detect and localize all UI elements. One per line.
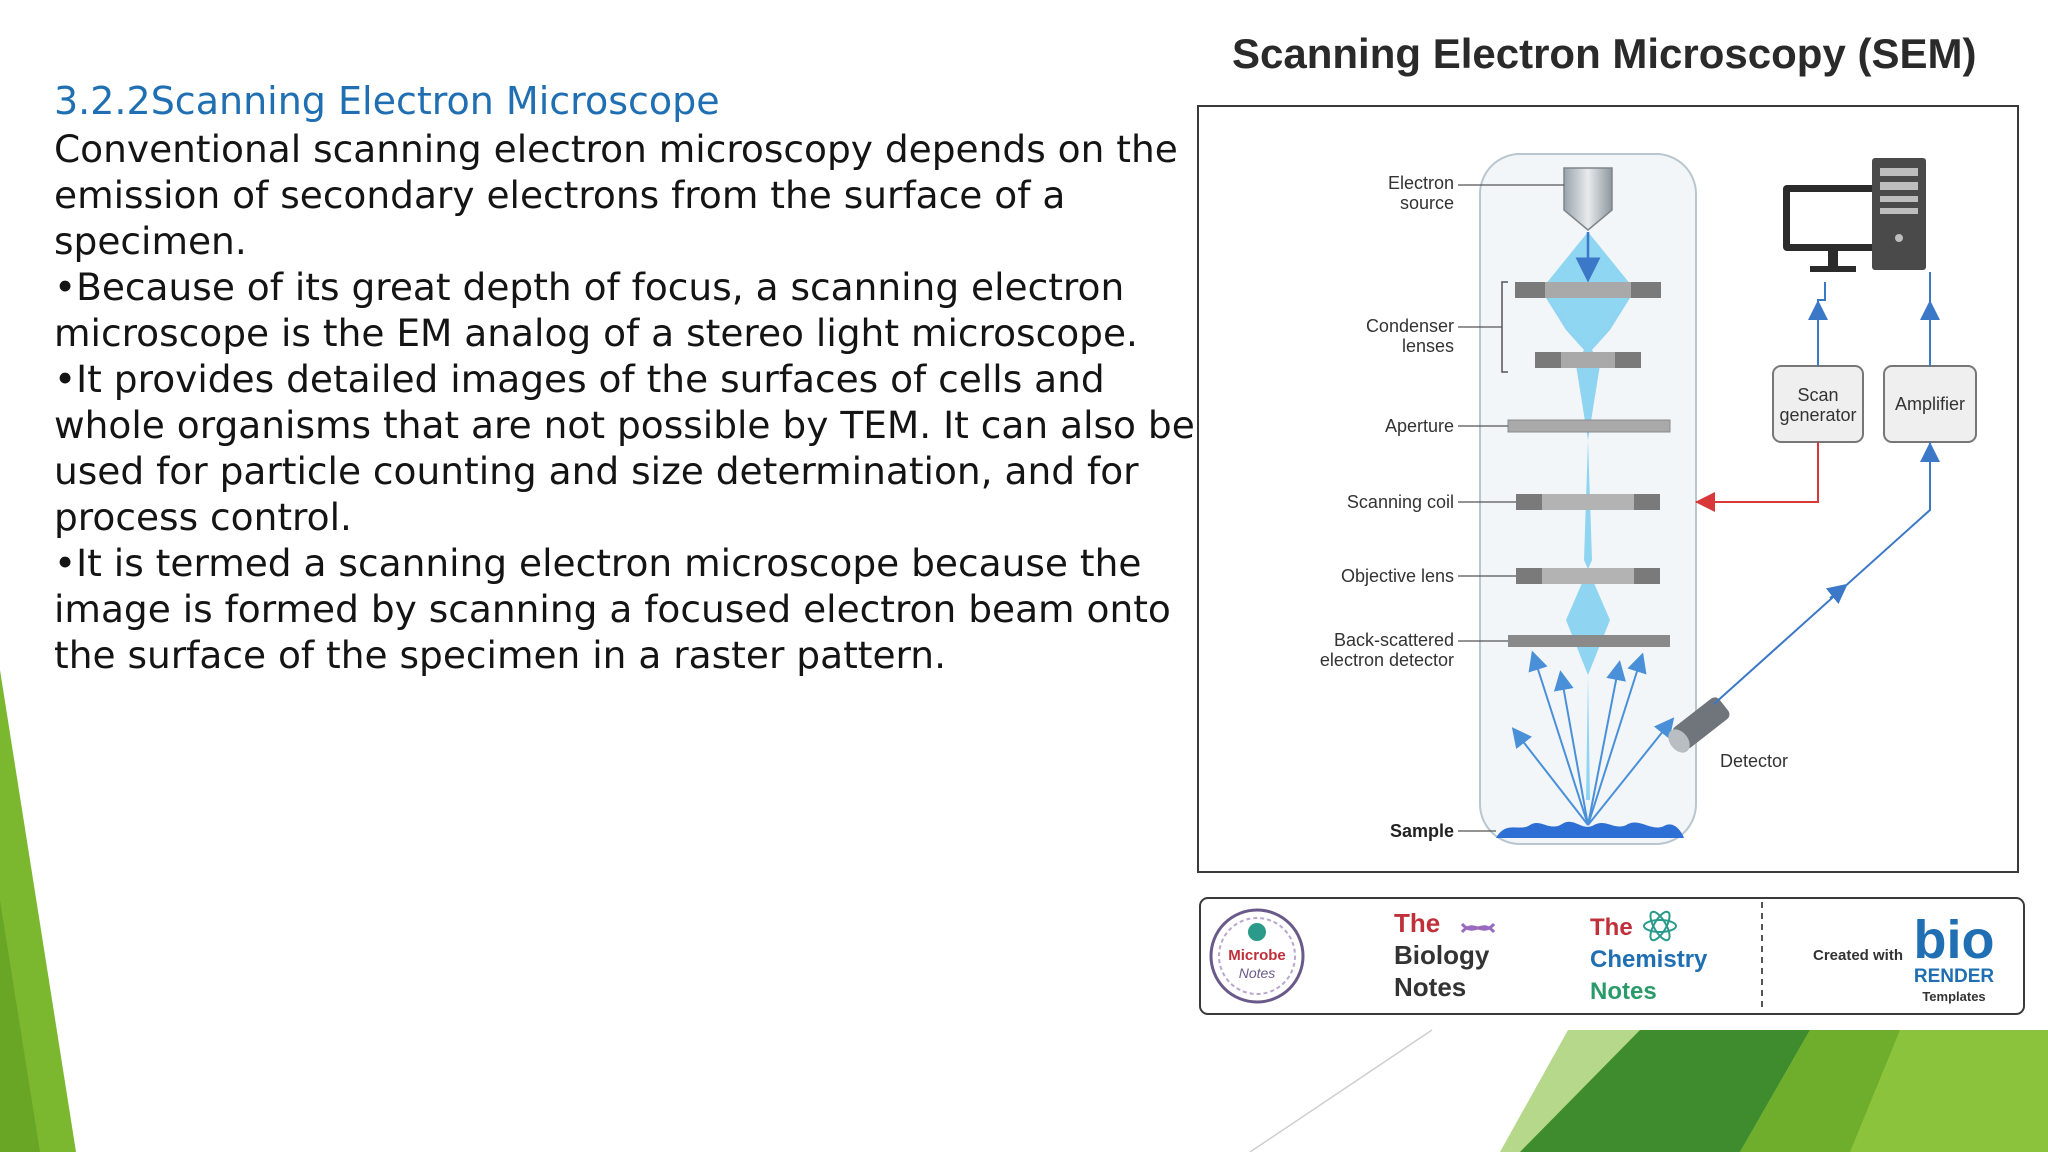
condenser-lens-1-left: [1515, 282, 1545, 298]
biology-line1: Biology: [1394, 940, 1490, 970]
label-condenser-line1: Condenser: [1366, 316, 1454, 336]
scan-to-coil-line: [1696, 442, 1819, 503]
objective-lens-left: [1516, 568, 1542, 584]
chemistry-the: The: [1590, 914, 1633, 941]
sem-diagram: Scanning Electron Microscopy (SEM): [1197, 30, 2025, 1015]
templates-text: Templates: [1922, 989, 1985, 1004]
electron-beam: [1541, 232, 1635, 800]
scattered-electron-rays: [1511, 650, 1675, 826]
condenser-lens-2-left: [1535, 352, 1561, 368]
atom-icon: [1643, 910, 1677, 942]
condenser-lens-1-right: [1631, 282, 1661, 298]
slide-body: Conventional scanning electron microscop…: [54, 126, 1204, 678]
microbe-logo-text-2: Notes: [1239, 965, 1276, 981]
dna-icon: [1460, 922, 1496, 934]
label-condenser-line2: lenses: [1402, 336, 1454, 356]
microbe-notes-logo: Microbe Notes: [1209, 908, 1305, 1004]
sample-surface: [1496, 821, 1684, 838]
label-objective-lens: Objective lens: [1341, 566, 1454, 586]
render-text: RENDER: [1914, 966, 1995, 987]
label-electron-source-line2: source: [1400, 193, 1454, 213]
scanning-coil-mid: [1542, 494, 1634, 510]
objective-lens-right: [1634, 568, 1660, 584]
electron-source-icon: [1563, 167, 1613, 231]
condenser-lens-1-mid: [1545, 282, 1631, 298]
label-amplifier: Amplifier: [1895, 394, 1965, 414]
bottom-right-green-bright: [1850, 1030, 2048, 1152]
scanning-coil-right: [1634, 494, 1660, 510]
backscatter-detector-plate: [1508, 635, 1670, 647]
biorender-logo: Created with bio RENDER Templates: [1813, 910, 1995, 1004]
label-scanning-coil: Scanning coil: [1347, 492, 1454, 512]
chemistry-line2: Notes: [1590, 978, 1657, 1005]
biology-line2: Notes: [1394, 972, 1466, 1002]
label-scan-generator-line1: Scan: [1797, 385, 1838, 405]
bullet-detailed-images: •It provides detailed images of the surf…: [54, 357, 1195, 539]
slide-text-block: 3.2.2Scanning Electron Microscope Conven…: [54, 76, 1204, 678]
left-green-wedge-dark: [0, 900, 40, 1152]
microbe-logo-text-1: Microbe: [1228, 947, 1286, 964]
label-leader-lines: [1458, 184, 1564, 832]
thin-deco-line: [1249, 1029, 1433, 1152]
label-backscatter-line2: electron detector: [1320, 650, 1454, 670]
created-with-text: Created with: [1813, 947, 1903, 964]
svg-text:The: The: [1394, 908, 1440, 938]
scanning-coil-left: [1516, 494, 1542, 510]
chemistry-notes-logo: The Chemistry Notes: [1590, 910, 1708, 1005]
bullet-depth-of-focus: •Because of its great depth of focus, a …: [54, 265, 1138, 355]
detector-to-amplifier-arrow-1: [1825, 583, 1848, 605]
chemistry-line1: Chemistry: [1590, 946, 1708, 973]
slide-heading: 3.2.2Scanning Electron Microscope: [54, 79, 720, 123]
diagram-title: Scanning Electron Microscopy (SEM): [1232, 30, 1976, 77]
label-backscatter-line1: Back-scattered: [1334, 630, 1454, 650]
label-electron-source-line1: Electron: [1388, 173, 1454, 193]
bio-text: bio: [1914, 910, 1995, 970]
condenser-lens-2-right: [1615, 352, 1641, 368]
paragraph-intro: Conventional scanning electron microscop…: [54, 127, 1178, 263]
objective-lens-mid: [1542, 568, 1634, 584]
credits-footer: [1199, 897, 2025, 1015]
biology-notes-logo: The Biology Notes: [1394, 908, 1496, 1002]
label-sample: Sample: [1390, 821, 1454, 841]
biology-the: The: [1394, 908, 1440, 938]
label-aperture: Aperture: [1385, 416, 1454, 436]
bottom-right-green-dark: [1520, 1030, 1810, 1152]
detector-icon: [1668, 697, 1730, 753]
condenser-lens-2-mid: [1561, 352, 1615, 368]
label-scan-generator-line2: generator: [1779, 405, 1856, 425]
label-detector: Detector: [1720, 751, 1788, 771]
computer-icon: [1783, 158, 1926, 272]
bullet-termed-scanning: •It is termed a scanning electron micros…: [54, 541, 1171, 677]
aperture-plate: [1507, 419, 1671, 433]
